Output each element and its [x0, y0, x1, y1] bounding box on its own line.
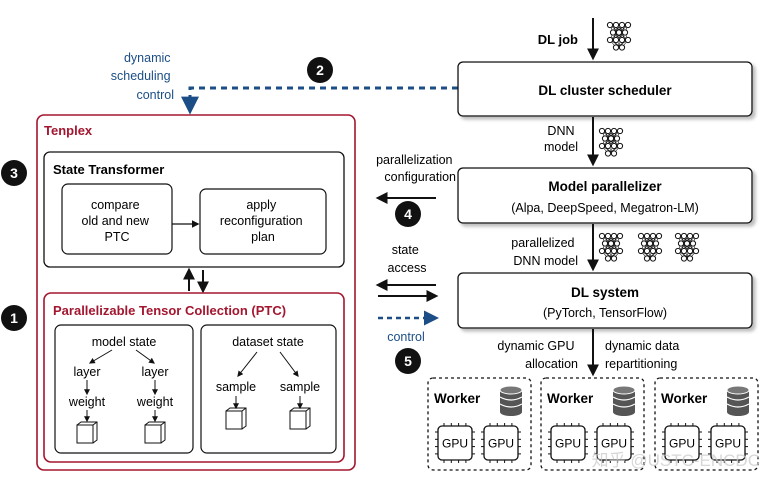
model-parallelizer-subtitle: (Alpa, DeepSpeed, Megatron-LM) — [511, 201, 699, 215]
model-state-right-arrow — [135, 349, 155, 364]
ptc-title: Parallelizable Tensor Collection (PTC) — [53, 303, 286, 318]
gpu-chip: GPU — [594, 423, 634, 463]
gpu-chip: GPU — [481, 423, 521, 463]
dataset-left-arrow — [237, 351, 258, 377]
model-state-label: model state — [92, 335, 157, 349]
step-circle-2: 2 — [307, 57, 333, 83]
neural-network-icon — [637, 232, 663, 262]
neural-network-icon — [674, 232, 700, 262]
svg-text:5: 5 — [404, 353, 412, 369]
apply-plan-box — [199, 188, 327, 255]
dynamic-scheduling-label: dynamic scheduling control — [111, 51, 174, 102]
weight-label-right: weight — [136, 395, 174, 409]
parallelized-dnn-label: parallelized DNN model — [511, 236, 578, 268]
dl-cluster-scheduler-label: DL cluster scheduler — [538, 83, 672, 98]
gpu-chip: GPU — [435, 423, 475, 463]
tensor-icon — [144, 421, 166, 444]
tensor-icon — [76, 421, 98, 444]
worker-label: Worker — [547, 391, 594, 406]
gpu-label: GPU — [442, 437, 468, 451]
layer-label-left: layer — [73, 365, 100, 379]
gpu-label: GPU — [715, 437, 741, 451]
svg-text:3: 3 — [10, 165, 18, 181]
model-parallelizer-box — [457, 167, 753, 224]
gpu-label: GPU — [669, 437, 695, 451]
state-transformer-box: State Transformer compare old and new PT… — [43, 151, 345, 268]
neural-network-icons — [598, 21, 700, 262]
dnn-model-label: DNN model — [544, 124, 578, 154]
dl-system-subtitle: (PyTorch, TensorFlow) — [543, 306, 667, 320]
gpu-label: GPU — [601, 437, 627, 451]
gpu-chip: GPU — [708, 423, 748, 463]
sample-icon — [289, 407, 311, 430]
svg-text:2: 2 — [316, 62, 324, 78]
svg-text:1: 1 — [10, 310, 18, 326]
database-icon — [726, 385, 750, 416]
gpu-label: GPU — [488, 437, 514, 451]
neural-network-icon — [598, 232, 624, 262]
dl-cluster-scheduler-box — [457, 61, 753, 117]
compare-ptc-text: compare old and new PTC — [82, 198, 153, 244]
apply-plan-text: apply reconfiguration plan — [220, 198, 306, 244]
state-transformer-title: State Transformer — [53, 162, 164, 177]
dataset-right-arrow — [279, 351, 299, 377]
database-icon — [499, 385, 523, 416]
neural-network-icon — [606, 21, 632, 51]
compare-ptc-box — [61, 183, 173, 255]
dl-system-box — [457, 272, 753, 329]
worker-label: Worker — [434, 391, 481, 406]
worker-label: Worker — [661, 391, 708, 406]
step-circle-5: 5 — [395, 348, 421, 374]
dl-job-label: DL job — [538, 32, 578, 47]
parallelization-config-label: parallelization configuration — [376, 153, 456, 184]
weight-label-left: weight — [68, 395, 106, 409]
sample-label-left: sample — [216, 380, 256, 394]
ptc-box: Parallelizable Tensor Collection (PTC) m… — [43, 292, 345, 463]
dl-system-title: DL system — [571, 285, 639, 300]
step-circle-1: 1 — [1, 305, 27, 331]
layer-label-right: layer — [141, 365, 168, 379]
tenplex-title: Tenplex — [44, 123, 93, 138]
neural-network-icon — [598, 127, 624, 157]
sample-label-right: sample — [280, 380, 320, 394]
database-icon — [612, 385, 636, 416]
dynamic-scheduling-arrow — [181, 86, 458, 115]
gpu-label: GPU — [555, 437, 581, 451]
sample-icon — [225, 407, 247, 430]
svg-text:4: 4 — [404, 206, 412, 222]
data-repartitioning-label: dynamic data repartitioning — [605, 339, 683, 371]
model-parallelizer-title: Model parallelizer — [548, 179, 662, 194]
state-access-label: state access — [388, 243, 427, 275]
step-circle-4: 4 — [395, 201, 421, 227]
step-circle-3: 3 — [1, 160, 27, 186]
model-state-left-arrow — [88, 349, 113, 364]
gpu-allocation-label: dynamic GPU allocation — [497, 339, 578, 371]
watermark-text: 知乎 @USTC-ENCDC — [592, 451, 760, 470]
gpu-chip: GPU — [662, 423, 702, 463]
control-label: control — [387, 330, 425, 344]
dataset-state-label: dataset state — [232, 335, 304, 349]
gpu-chip: GPU — [548, 423, 588, 463]
